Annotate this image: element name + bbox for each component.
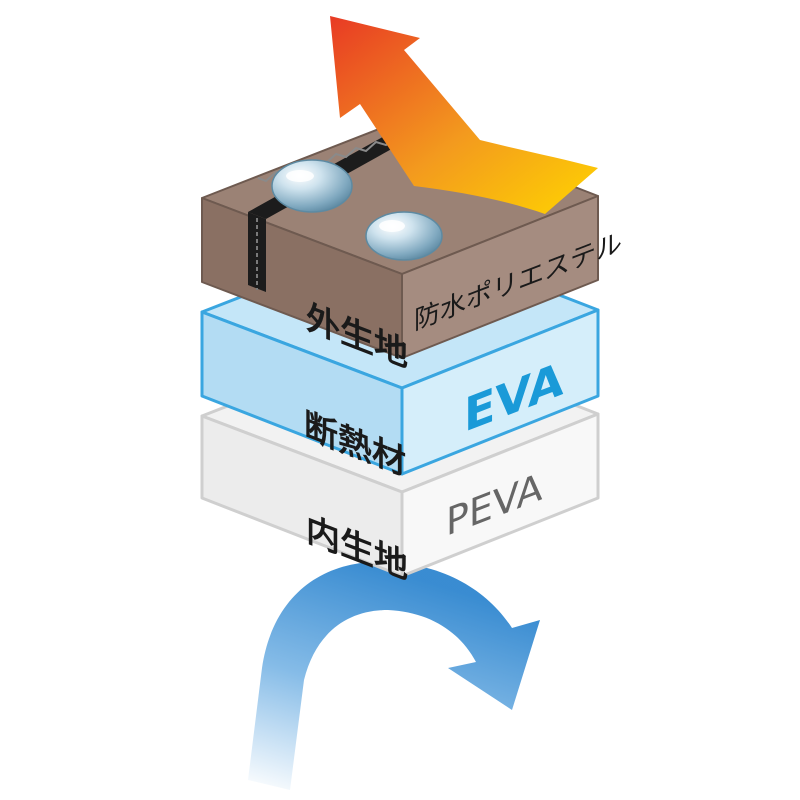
cold-retention-arrow-icon [248, 561, 540, 790]
outer-right-face [401, 195, 599, 359]
eva-right-face [400, 308, 600, 476]
heat-escape-arrow-icon [330, 16, 598, 214]
water-droplet-icon [271, 159, 353, 213]
peva-right-face [400, 412, 600, 578]
water-droplet-icon [365, 211, 443, 261]
